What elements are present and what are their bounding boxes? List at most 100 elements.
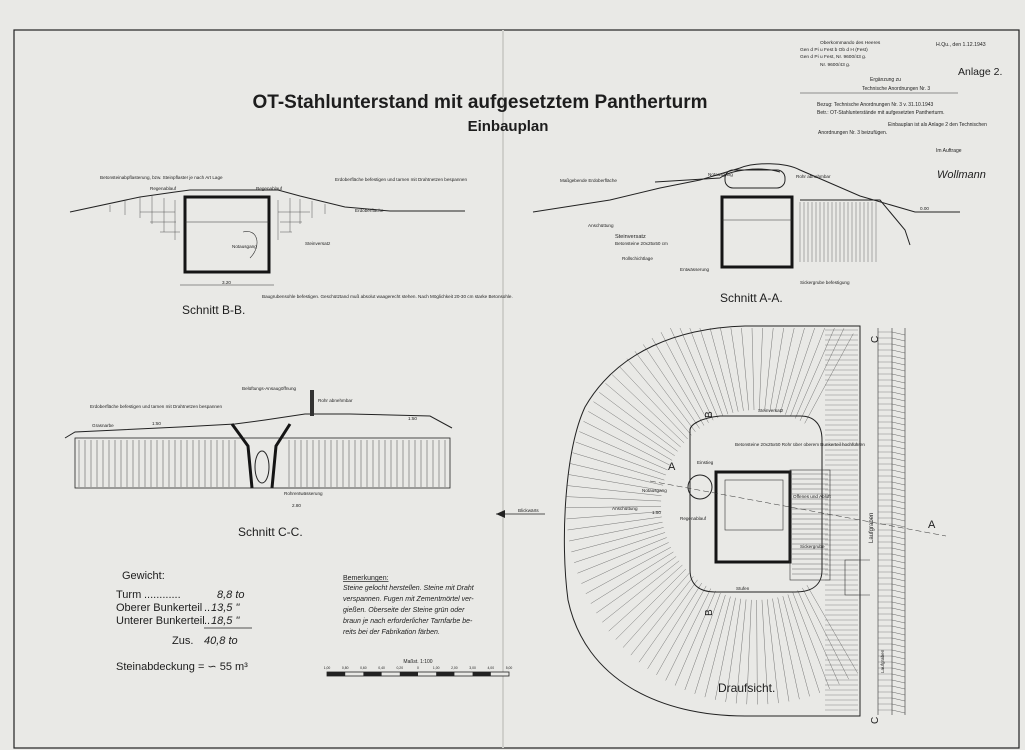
ray-line xyxy=(615,568,686,640)
section-aa-label-anschuettung: Anschüttung xyxy=(588,223,614,228)
scale-segment xyxy=(363,672,382,676)
annex-signature: Wollmann xyxy=(937,169,986,181)
annex-header-line-3: Gen d Pi u Fest, Nr. 9600/43 g. xyxy=(800,54,866,60)
plan-section-marker-c-top: C xyxy=(870,336,881,343)
ray-line xyxy=(785,327,815,415)
section-bb-label-notausgang: Notausgang xyxy=(232,244,257,249)
ray-line xyxy=(806,585,858,674)
trench-tick xyxy=(891,571,906,576)
weights-table: Gewicht: Turm ............ 8,8 to Oberer… xyxy=(116,570,252,673)
section-bb-label-regen2: Regenablauf xyxy=(256,186,283,191)
trench-tick xyxy=(891,373,906,378)
ray-line xyxy=(605,383,681,448)
ray-line xyxy=(566,511,662,520)
stone-cover-text: Steinabdeckung = ∽ 55 m³ xyxy=(116,661,248,673)
plan-label-stufen: Stufen xyxy=(736,586,750,591)
ray-line xyxy=(799,328,845,421)
section-bb-label-top-right: Erdoberfläche befestigen und tarnen mit … xyxy=(335,177,467,182)
trench-tick xyxy=(891,475,906,480)
section-aa-label-sickergrube: Sickergrube befestigung xyxy=(800,280,850,285)
scale-segment xyxy=(327,672,346,676)
section-cc-hatch xyxy=(78,440,446,487)
scale-title: Maßst. 1:100 xyxy=(403,659,432,665)
section-cc-label-slope-right: 1:50 xyxy=(408,416,417,421)
trench-tick xyxy=(891,619,906,624)
ray-line xyxy=(761,599,769,705)
trench-tick xyxy=(891,343,906,348)
ray-line xyxy=(638,579,698,663)
trench-tick xyxy=(891,391,906,396)
scale-tick-label: 1,00 xyxy=(433,666,440,670)
ray-line xyxy=(566,485,662,496)
plan-view-drawing: A A B B C C Laufgraben Laufgraben Anschü… xyxy=(496,325,947,724)
ray-line xyxy=(643,344,700,429)
ray-line xyxy=(769,327,784,412)
trench-tick xyxy=(891,511,906,516)
ray-line xyxy=(566,506,662,508)
remarks-line-5: reits bei der Fabrikation färben. xyxy=(343,629,440,636)
annex-header-line-2: Gen d Pi u Fest b Ob d H (Fest) xyxy=(800,47,868,53)
weights-row-1-value: 8,8 to xyxy=(217,589,245,601)
section-bb-drawing: Betonsteinabpflasterung, bzw. Steinpflas… xyxy=(69,175,513,317)
scale-tick-label: 0,20 xyxy=(396,666,403,670)
ray-line xyxy=(602,560,680,623)
trench-tick xyxy=(891,505,906,510)
trench-tick xyxy=(891,691,906,696)
plan-label-steinversatz: Steinversatz xyxy=(758,408,784,413)
ray-line xyxy=(689,327,724,417)
annex-erg-ref: Technische Anordnungen Nr. 3 xyxy=(862,86,930,92)
ray-line xyxy=(777,597,800,700)
ray-line xyxy=(596,556,677,614)
ray-line xyxy=(699,327,729,415)
ray-line xyxy=(622,572,690,648)
ray-line xyxy=(746,599,752,705)
plan-section-marker-a-left: A xyxy=(668,461,676,473)
weights-row-3-value: 18,5 " xyxy=(211,615,240,627)
trench-tick xyxy=(891,703,906,708)
annex-im-auftrage: Im Auftrage xyxy=(936,148,962,154)
trench-tick xyxy=(891,673,906,678)
trench-tick xyxy=(891,649,906,654)
weights-row-1-leader: ............ xyxy=(144,589,181,601)
ray-line xyxy=(599,392,678,452)
scale-tick-label: 2,00 xyxy=(451,666,458,670)
plan-label-laufgraben-bottom: Laufgraben xyxy=(880,649,885,673)
annex-place-date: H.Qu., den 1.12.1943 xyxy=(936,42,986,48)
ray-line xyxy=(730,327,744,411)
scale-tick-label: 1,00 xyxy=(324,666,331,670)
trench-tick xyxy=(891,361,906,366)
ray-line xyxy=(704,596,731,698)
ray-line xyxy=(593,401,675,456)
remarks-block: Bemerkungen: Steine gelocht herstellen. … xyxy=(343,575,475,636)
ray-line xyxy=(735,599,747,704)
annex-header-line-4: Nr. 9600/43 g. xyxy=(820,62,850,68)
scale-bar-segments xyxy=(327,672,491,676)
ray-line xyxy=(626,358,692,436)
section-aa-label-top-left: Maßgebende Erdoberfläche xyxy=(560,178,617,183)
section-aa-label-entwaesserung: Entwässerung xyxy=(680,267,710,272)
ray-line xyxy=(782,596,810,697)
ray-line xyxy=(651,337,705,426)
plan-label-betonsteine: Betonsteine 20x25x50 Rohr über oberem Bu… xyxy=(735,442,865,447)
drawing-subtitle: Einbauplan xyxy=(468,118,549,135)
section-aa-earth-hatch xyxy=(799,202,877,262)
ray-line xyxy=(790,327,825,417)
trench-tick xyxy=(891,583,906,588)
ray-line xyxy=(725,598,741,702)
trench-tick xyxy=(891,631,906,636)
plan-label-einstieg: Einstieg xyxy=(697,460,714,465)
ray-line xyxy=(577,537,667,574)
ray-line xyxy=(588,411,673,461)
plan-label-blick: Blickwärts xyxy=(518,508,539,513)
ray-line xyxy=(772,598,790,702)
section-bb-exit xyxy=(242,231,258,259)
section-aa-turret xyxy=(724,169,786,189)
ray-line xyxy=(566,496,662,502)
plan-arrow-icon xyxy=(496,510,505,518)
plan-section-marker-b-top: B xyxy=(704,411,715,418)
ray-line xyxy=(660,332,709,423)
weights-row-3-label: Unterer Bunkerteil xyxy=(116,615,205,627)
section-cc-exit xyxy=(254,450,270,484)
